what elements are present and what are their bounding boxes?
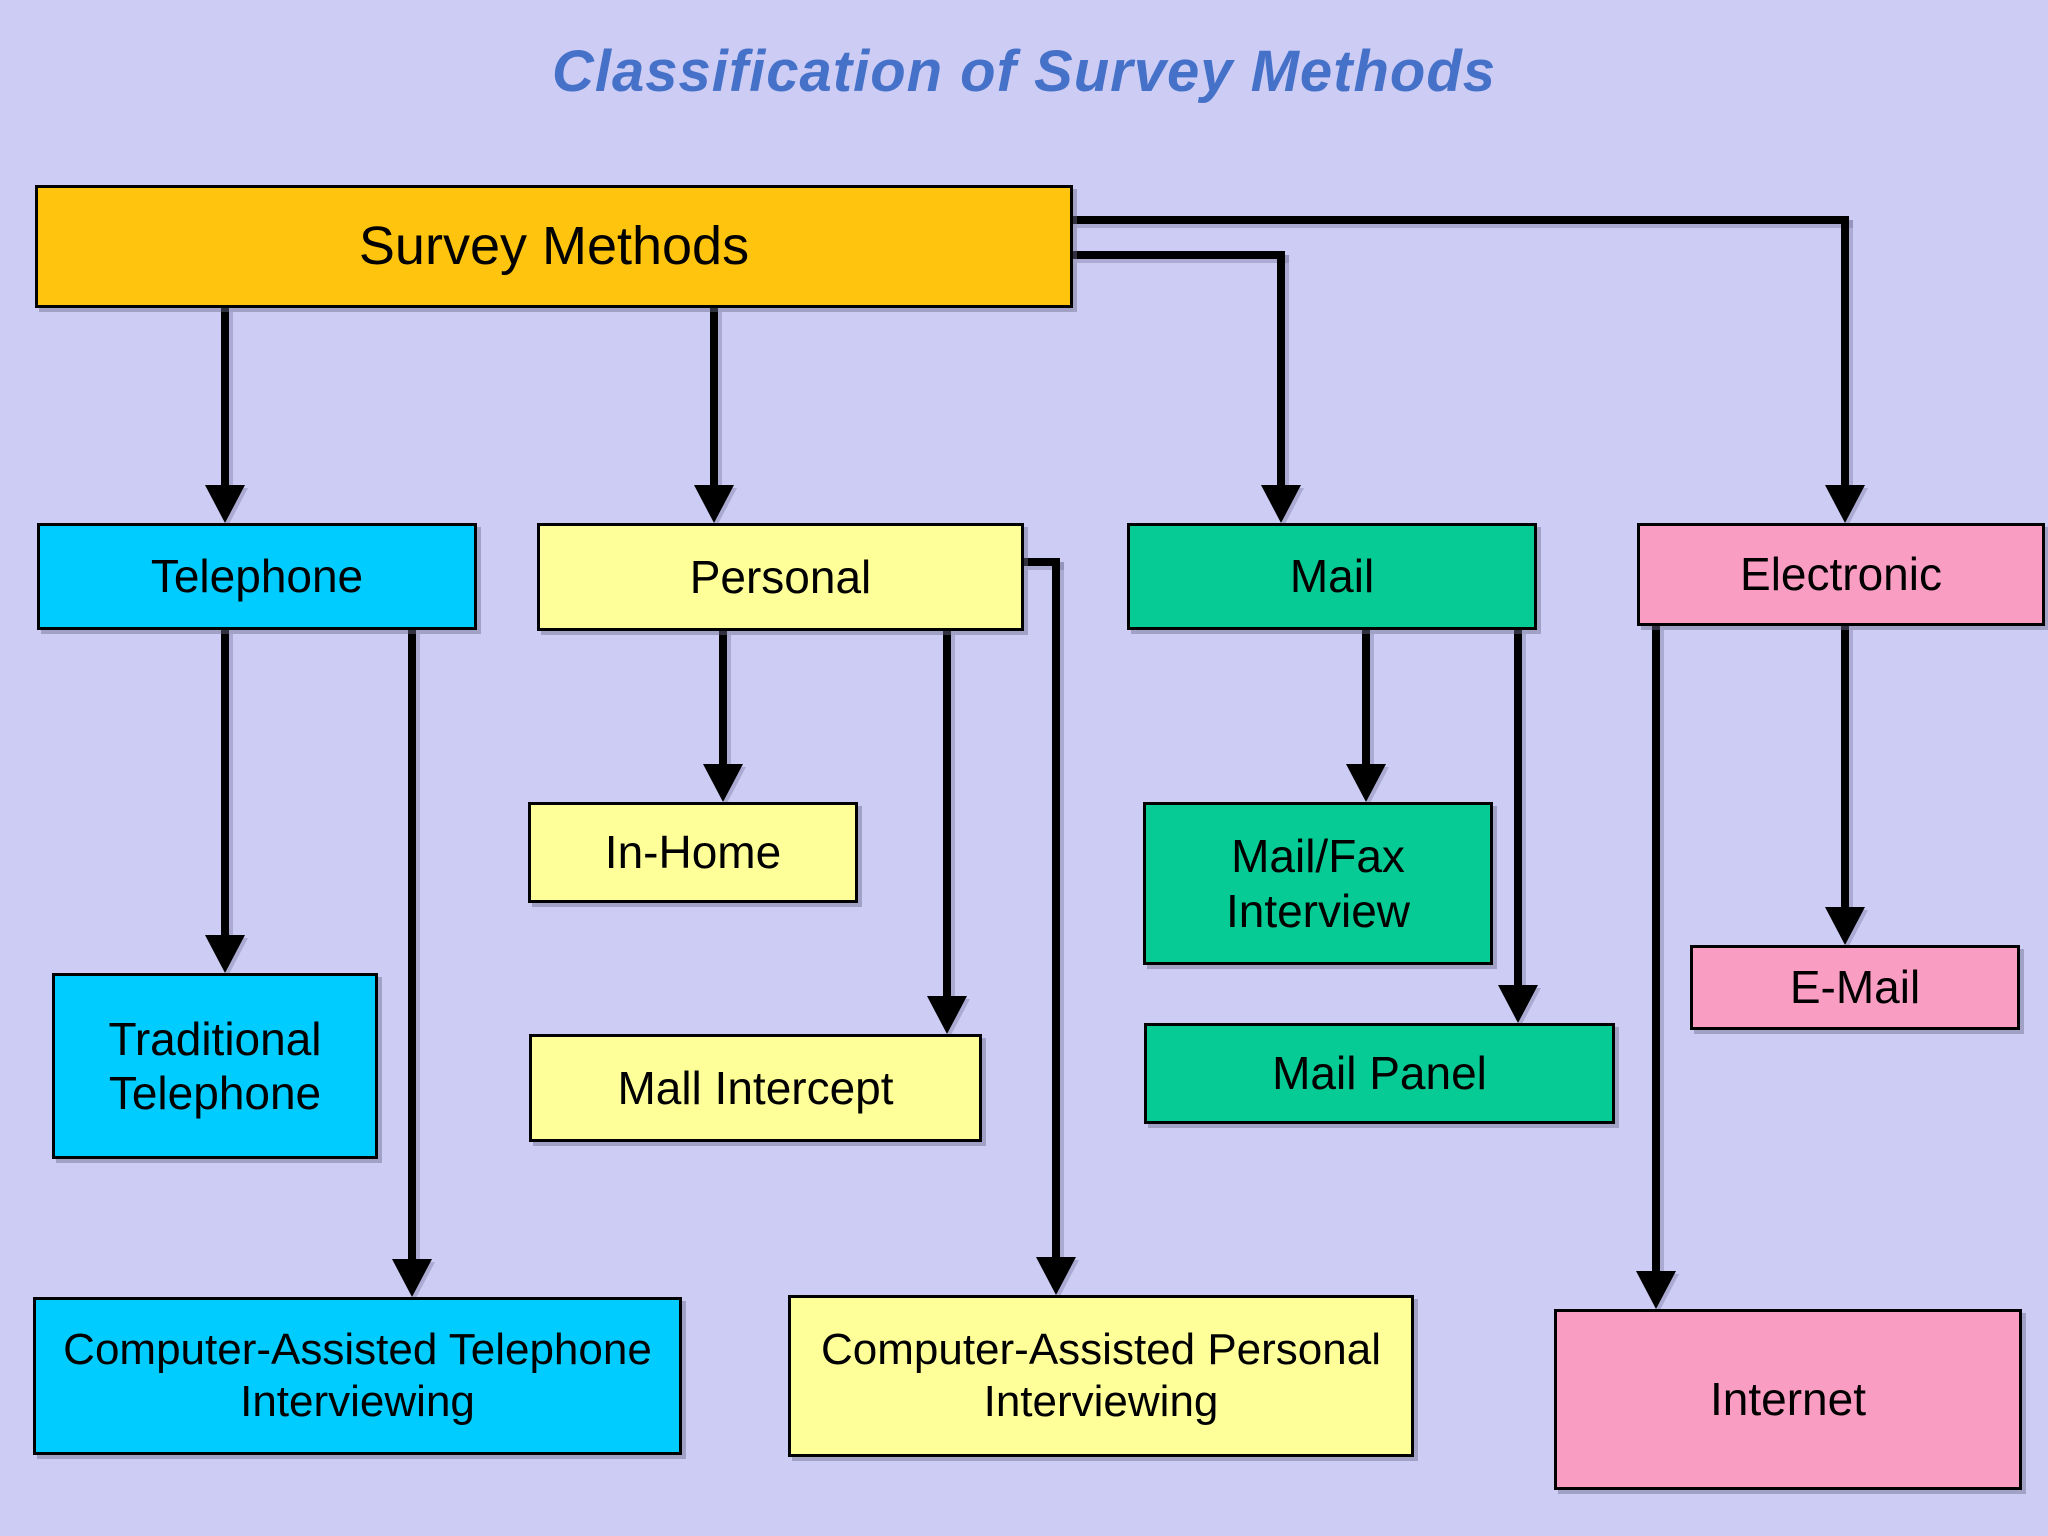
node-traditional-telephone-label: Traditional Telephone bbox=[108, 1012, 322, 1119]
arrowhead-mail bbox=[1261, 485, 1301, 523]
arrowhead-personal bbox=[694, 485, 734, 523]
arrowhead-email bbox=[1825, 907, 1865, 945]
node-mall-intercept-label: Mall Intercept bbox=[617, 1061, 894, 1114]
node-electronic-label: Electronic bbox=[1740, 548, 1942, 601]
connector-mail-to-mailpanel bbox=[1514, 630, 1522, 988]
connector-telephone-to-cati bbox=[408, 630, 416, 1262]
node-e-mail-label: E-Mail bbox=[1789, 961, 1921, 1014]
node-personal-label: Personal bbox=[689, 550, 872, 603]
node-e-mail: E-Mail bbox=[1690, 945, 2020, 1030]
node-survey-methods: Survey Methods bbox=[35, 185, 1073, 308]
arrowhead-mailfax bbox=[1346, 764, 1386, 802]
node-mail-label: Mail bbox=[1289, 550, 1375, 603]
node-traditional-telephone: Traditional Telephone bbox=[52, 973, 378, 1159]
connector-personal-to-mall bbox=[943, 631, 951, 999]
node-mail: Mail bbox=[1127, 523, 1537, 630]
connector-personal-to-capi-v bbox=[1052, 558, 1060, 1260]
node-mail-panel: Mail Panel bbox=[1144, 1023, 1615, 1124]
connector-survey-to-electronic-v bbox=[1841, 216, 1849, 490]
arrowhead-inhome bbox=[703, 764, 743, 802]
node-cati-label: Computer-Assisted Telephone Interviewing bbox=[63, 1325, 652, 1426]
node-capi: Computer-Assisted Personal Interviewing bbox=[788, 1295, 1414, 1457]
connector-survey-to-personal bbox=[710, 308, 718, 488]
node-personal: Personal bbox=[537, 523, 1024, 631]
arrowhead-internet bbox=[1636, 1271, 1676, 1309]
node-in-home: In-Home bbox=[528, 802, 858, 903]
node-capi-label: Computer-Assisted Personal Interviewing bbox=[820, 1325, 1381, 1426]
node-electronic: Electronic bbox=[1637, 523, 2045, 626]
arrowhead-electronic bbox=[1825, 485, 1865, 523]
slide-title: Classification of Survey Methods bbox=[551, 39, 1497, 104]
connector-electronic-to-email bbox=[1841, 626, 1849, 910]
arrowhead-telephone bbox=[205, 485, 245, 523]
node-mall-intercept: Mall Intercept bbox=[529, 1034, 982, 1142]
arrowhead-cati bbox=[392, 1259, 432, 1297]
connector-electronic-to-internet bbox=[1652, 626, 1660, 1274]
connector-personal-to-capi-h bbox=[1024, 558, 1060, 566]
node-internet: Internet bbox=[1554, 1309, 2022, 1490]
connector-survey-to-telephone bbox=[221, 308, 229, 488]
node-survey-methods-label: Survey Methods bbox=[358, 215, 750, 276]
connector-telephone-to-traditional bbox=[221, 630, 229, 938]
node-internet-label: Internet bbox=[1710, 1373, 1866, 1426]
connector-survey-to-electronic-h bbox=[1073, 216, 1849, 224]
node-mail-panel-label: Mail Panel bbox=[1272, 1047, 1487, 1100]
node-mail-fax-interview: Mail/Fax Interview bbox=[1143, 802, 1493, 965]
node-cati: Computer-Assisted Telephone Interviewing bbox=[33, 1297, 682, 1455]
connector-personal-to-inhome bbox=[719, 631, 727, 767]
connector-survey-to-mail-v bbox=[1277, 251, 1285, 490]
node-telephone: Telephone bbox=[37, 523, 477, 630]
node-mail-fax-interview-label: Mail/Fax Interview bbox=[1225, 830, 1411, 937]
connector-survey-to-mail-h bbox=[1073, 251, 1285, 259]
connector-mail-to-mailfax bbox=[1362, 630, 1370, 767]
arrowhead-mail-panel bbox=[1498, 985, 1538, 1023]
node-telephone-label: Telephone bbox=[150, 550, 364, 603]
arrowhead-traditional-telephone bbox=[205, 935, 245, 973]
node-in-home-label: In-Home bbox=[604, 826, 782, 879]
arrowhead-capi bbox=[1036, 1257, 1076, 1295]
arrowhead-mall-intercept bbox=[927, 996, 967, 1034]
